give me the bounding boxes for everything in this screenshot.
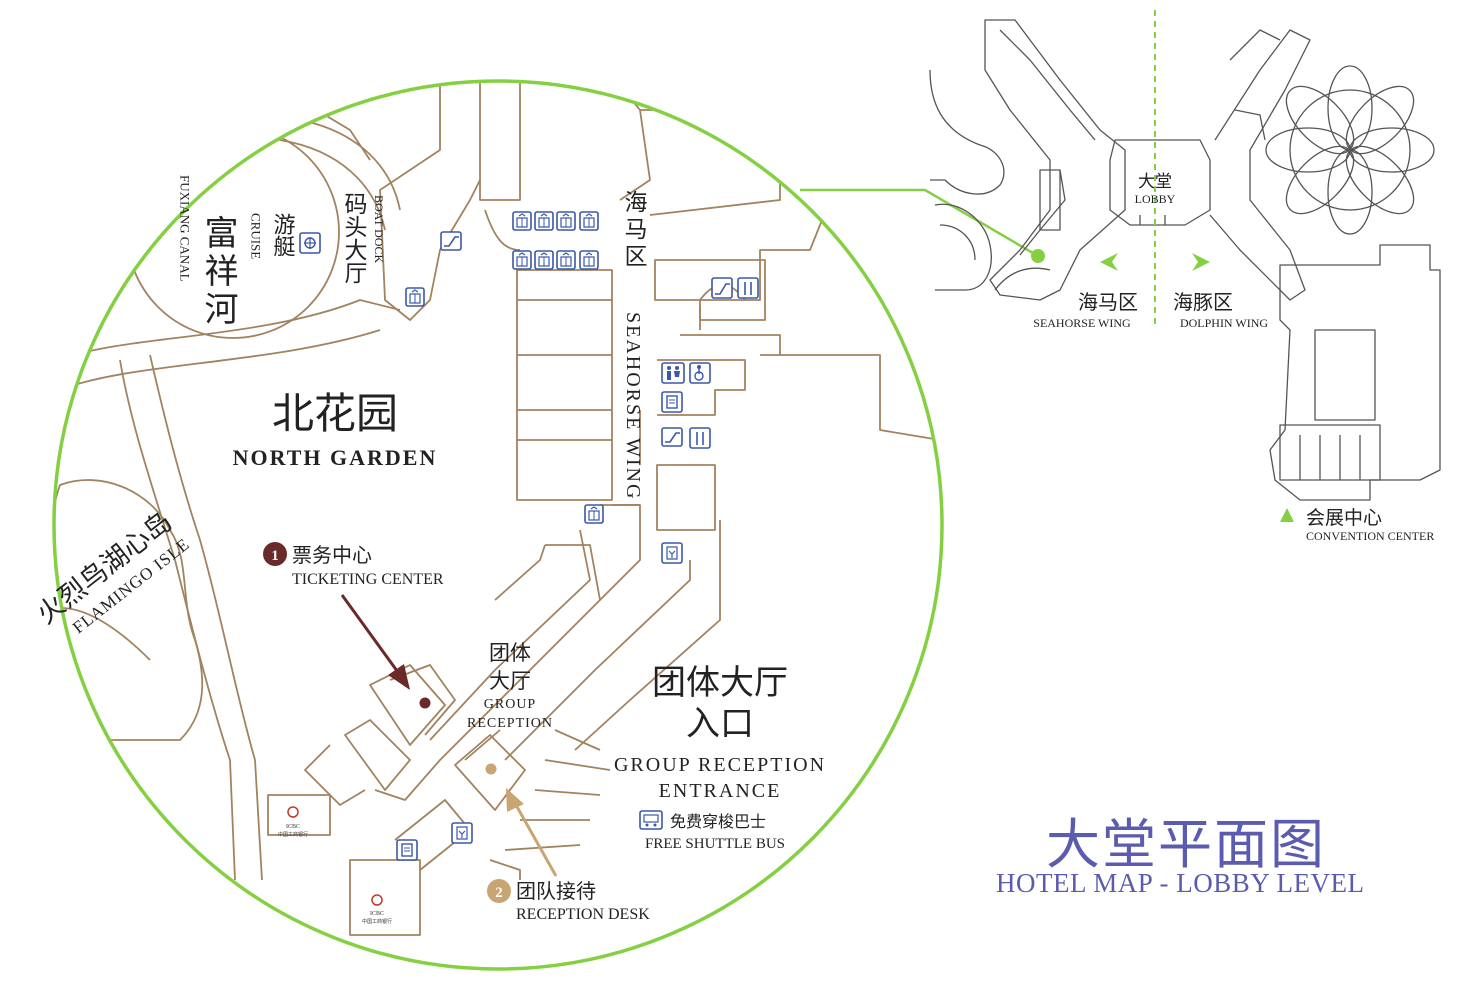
- escalator-icon[interactable]: [440, 231, 462, 251]
- bank-icbc-1: ICBC 中国工商银行: [278, 806, 308, 838]
- overview-dolphin-cn: 海豚区: [1173, 290, 1233, 314]
- seahorse-wing-label: 海马区 SEAHORSE WING: [620, 190, 648, 500]
- overview-convention-en: CONVENTION CENTER: [1306, 529, 1434, 543]
- page-title-cn: 大堂平面图: [1046, 813, 1326, 876]
- overview-seahorse-en: SEAHORSE WING: [1033, 316, 1131, 330]
- fuxiang-canal-label: 富祥河 FUXIANG CANAL: [178, 175, 239, 329]
- seahorse-cn: 海马区: [620, 190, 648, 271]
- elevator-icon[interactable]: [405, 287, 425, 307]
- overview-map: 大堂 LOBBY 海马区 SEAHORSE WING 海豚区 DOLPHIN W…: [929, 10, 1441, 543]
- escalator-icon[interactable]: [661, 427, 683, 447]
- bank-name: 中国工商银行: [278, 831, 308, 838]
- restroom-icon[interactable]: [661, 362, 685, 384]
- overview-convention-cn: 会展中心: [1306, 507, 1382, 529]
- bank-name: 中国工商银行: [362, 918, 392, 925]
- seahorse-en: SEAHORSE WING: [622, 312, 644, 500]
- escalator-icon[interactable]: [711, 277, 733, 299]
- cruise-icon[interactable]: [299, 232, 321, 254]
- entrance-cn-line2: 入口: [686, 704, 754, 744]
- exit-icon[interactable]: [661, 542, 683, 564]
- reception-location-dot: [485, 763, 497, 775]
- overview-dolphin-en: DOLPHIN WING: [1180, 316, 1268, 330]
- north-garden-en: NORTH GARDEN: [233, 445, 438, 470]
- group-en-line2: RECEPTION: [467, 716, 553, 731]
- map-icons: ICBC 中国工商银行 ICBC 中国工商银行: [278, 211, 759, 925]
- ticketing-number: 1: [271, 548, 279, 564]
- north-garden-cn: 北花园: [272, 389, 398, 438]
- reception-desk-number: 2: [495, 885, 503, 901]
- elevator-bank-upper[interactable]: [512, 211, 599, 231]
- north-garden-label: 北花园 NORTH GARDEN: [233, 389, 438, 470]
- ticketing-arrow: [340, 594, 431, 709]
- group-reception-label: 团体 大厅 GROUP RECEPTION: [467, 641, 553, 731]
- ticketing-cn: 票务中心: [292, 543, 372, 567]
- bank-logo-text: ICBC: [286, 824, 300, 830]
- reception-desk-cn: 团队接待: [516, 879, 596, 903]
- bank-icbc-2: ICBC 中国工商银行: [362, 894, 392, 925]
- entrance-en-line1: GROUP RECEPTION: [614, 754, 826, 776]
- shuttle-bus-label: 免费穿梭巴士 FREE SHUTTLE BUS: [645, 812, 785, 852]
- reception-desk-en: RECEPTION DESK: [516, 906, 650, 923]
- icbc-logo-icon: [287, 806, 299, 818]
- cruise-cn: 游艇: [270, 213, 296, 257]
- group-cn-line1: 团体: [489, 641, 531, 665]
- cruise-label: 游艇 CRUISE: [249, 213, 296, 259]
- reception-desk-arrow: [485, 763, 558, 877]
- bank-logo-text: ICBC: [370, 911, 384, 917]
- location-marker: [1031, 249, 1045, 263]
- overview-lobby-cn: 大堂: [1138, 172, 1172, 192]
- seahorse-direction-arrow: [1100, 253, 1118, 271]
- ticketing-en: TICKETING CENTER: [292, 571, 444, 588]
- entrance-en-line2: ENTRANCE: [659, 780, 782, 802]
- page-title-en: HOTEL MAP - LOBBY LEVEL: [996, 868, 1365, 898]
- boat-dock-en: BOAT DOCK: [372, 195, 386, 263]
- entrance-cn-line1: 团体大厅: [652, 663, 788, 703]
- fuxiang-canal-en: FUXIANG CANAL: [178, 175, 193, 282]
- group-reception-entrance-label: 团体大厅 入口 GROUP RECEPTION ENTRANCE: [614, 663, 826, 802]
- fuxiang-canal-cn: 富祥河: [198, 215, 238, 329]
- dolphin-direction-arrow: [1192, 253, 1210, 271]
- bus-icon: [639, 810, 663, 830]
- exit-icon[interactable]: [451, 822, 473, 844]
- convention-direction-arrow: [1280, 508, 1294, 522]
- reception-desk-label: 2 团队接待 RECEPTION DESK: [487, 879, 650, 923]
- ticketing-location-dot: [419, 697, 431, 709]
- boat-dock-label: 码头大厅 BOAT DOCK: [340, 192, 386, 284]
- detail-circle-outline: [52, 79, 944, 971]
- restaurant-icon[interactable]: [689, 427, 711, 449]
- shuttle-en: FREE SHUTTLE BUS: [645, 836, 785, 852]
- accessible-icon[interactable]: [689, 362, 711, 384]
- cruise-en: CRUISE: [249, 213, 264, 259]
- zoom-connector-line: [800, 188, 1039, 258]
- icbc-logo-icon: [371, 894, 383, 906]
- group-cn-line2: 大厅: [489, 669, 531, 693]
- overview-seahorse-cn: 海马区: [1078, 290, 1138, 314]
- shuttle-cn: 免费穿梭巴士: [670, 812, 766, 831]
- elevator-bank-lower[interactable]: [512, 250, 599, 270]
- overview-lobby-en: LOBBY: [1135, 192, 1176, 206]
- phone-icon[interactable]: [396, 839, 418, 861]
- phone-icon[interactable]: [661, 391, 683, 413]
- boat-dock-cn: 码头大厅: [340, 192, 368, 284]
- group-en-line1: GROUP: [484, 697, 536, 712]
- elevator-icon[interactable]: [584, 504, 604, 524]
- ticketing-center-label: 1 票务中心 TICKETING CENTER: [263, 542, 444, 588]
- restaurant-icon[interactable]: [737, 277, 759, 299]
